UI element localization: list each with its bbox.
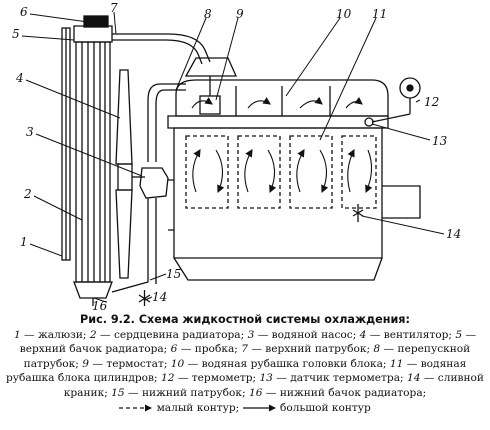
small-contour-label: малый контур; [156, 401, 240, 414]
label-11: 11 [372, 7, 387, 21]
thermostat [184, 57, 238, 115]
caption-item-number: 4 [359, 328, 367, 341]
label-3: 3 [26, 125, 34, 139]
caption-item-text: водяной насос; [271, 328, 357, 341]
caption-legend: 1 — жалюзи; 2 — сердцевина радиатора; 3 … [6, 328, 484, 401]
louvers [61, 27, 71, 261]
label-14-block: 14 [446, 227, 461, 241]
label-1: 1 [20, 235, 28, 249]
caption-item-text: сердцевина радиатора; [113, 328, 245, 341]
label-4: 4 [15, 71, 24, 85]
caption-item-text: вентилятор; [383, 328, 452, 341]
callout-labels: 6 7 5 4 3 2 1 8 9 10 11 12 13 14 15 14 1… [12, 1, 461, 310]
caption-item-number: 9 [82, 357, 89, 370]
caption-item: 11 — водяная рубашка блока цилиндров; [6, 357, 467, 385]
caption-items: 1 — жалюзи; 2 — сердцевина радиатора; 3 … [6, 329, 484, 399]
caption-item-number: 1 [13, 328, 21, 341]
caption-item-number: 13 [259, 372, 273, 385]
contour-legend: малый контур; большой контур [6, 401, 484, 416]
label-9: 9 [236, 7, 244, 21]
big-contour-label: большой контур [279, 401, 371, 414]
water-pump [139, 167, 169, 199]
caption-item-text: нижний бачок радиатора; [279, 386, 427, 399]
caption-item: 3 — водяной насос; [247, 328, 357, 341]
dashed-arrow-icon [119, 404, 153, 412]
caption-item: 14 — сливной краник; [63, 372, 484, 399]
caption-item-number: 8 [373, 343, 381, 356]
lower-hose [111, 198, 157, 293]
upper-hose [112, 33, 211, 65]
caption-item: 1 — жалюзи; [13, 328, 87, 341]
caption-item-number: 11 [389, 357, 404, 370]
drain-cock-lower [138, 290, 151, 306]
label-15: 15 [166, 267, 181, 281]
figure-caption: Рис. 9.2. Схема жидкостной системы охлаж… [6, 313, 484, 415]
label-6: 6 [20, 5, 28, 19]
label-7: 7 [110, 1, 118, 15]
caption-item-number: 14 [406, 372, 421, 385]
caption-item: 15 — нижний патрубок; [111, 386, 246, 399]
caption-item-text: пробка; [194, 343, 238, 356]
caption-item-text: жалюзи; [38, 328, 87, 341]
caption-item-number: 12 [160, 372, 175, 385]
cylinder-jackets [185, 135, 377, 209]
caption-item-number: 7 [241, 343, 248, 356]
caption-item-text: термометр; [191, 372, 257, 385]
caption-item-text: перепускной патрубок; [23, 343, 471, 370]
label-12: 12 [424, 95, 439, 109]
caption-item-number: 6 [170, 343, 178, 356]
cooling-system-diagram: 6 7 5 4 3 2 1 8 9 10 11 12 13 14 15 14 1… [12, 1, 461, 310]
caption-item-number: 15 [111, 386, 125, 399]
caption-item-text: водяная рубашка головки блока; [201, 357, 387, 370]
caption-item-number: 3 [247, 328, 255, 341]
label-14-radiator: 14 [152, 290, 167, 304]
caption-item-text: верхний бачок радиатора; [19, 343, 168, 356]
caption-item-number: 5 [455, 328, 463, 341]
flow-arrows [191, 96, 373, 194]
caption-item-text: водяная рубашка блока цилиндров; [6, 357, 467, 385]
caption-item-number: 10 [170, 357, 185, 370]
drain-cock-block [352, 204, 364, 222]
upper-tank [73, 15, 113, 43]
caption-item-text: датчик термометра; [290, 372, 404, 385]
caption-item-text: термостат; [106, 357, 168, 370]
label-2: 2 [23, 187, 32, 201]
fan [115, 69, 145, 279]
caption-item: 6 — пробка; [170, 343, 238, 356]
engine [167, 79, 421, 281]
thermometer [364, 77, 421, 127]
label-8: 8 [204, 7, 212, 21]
lower-tank [73, 281, 113, 306]
label-13: 13 [432, 134, 448, 148]
radiator-core [75, 41, 111, 283]
caption-item-number: 16 [249, 386, 263, 399]
caption-item-number: 2 [89, 328, 97, 341]
caption-item: 12 — термометр; [160, 372, 257, 385]
leader-lines [21, 11, 445, 303]
caption-item: 4 — вентилятор; [359, 328, 452, 341]
label-5: 5 [12, 27, 20, 41]
caption-item: 13 — датчик термометра; [259, 372, 404, 385]
label-16: 16 [92, 299, 108, 310]
caption-item: 7 — верхний патрубок; [241, 343, 371, 356]
label-10: 10 [336, 7, 352, 21]
solid-arrow-icon [242, 404, 276, 412]
caption-title: Рис. 9.2. Схема жидкостной системы охлаж… [80, 313, 410, 326]
bypass-hose [147, 83, 186, 162]
caption-item-text: нижний патрубок; [142, 386, 246, 399]
caption-item: 16 — нижний бачок радиатора; [249, 386, 427, 399]
caption-item-text: сливной краник; [63, 372, 484, 399]
caption-item: 10 — водяная рубашка головки блока; [170, 357, 387, 370]
caption-item: 9 — термостат; [82, 357, 168, 370]
caption-item: 8 — перепускной патрубок; [23, 343, 471, 370]
caption-item: 5 — верхний бачок радиатора; [19, 328, 477, 356]
caption-item: 2 — сердцевина радиатора; [89, 328, 245, 341]
caption-item-text: верхний патрубок; [265, 343, 371, 356]
